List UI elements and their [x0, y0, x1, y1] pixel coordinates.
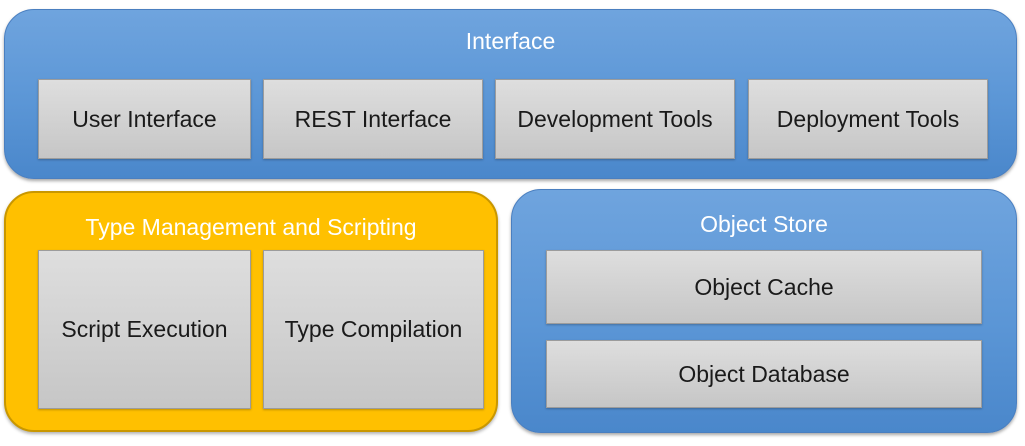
- deployment-tools-box: Deployment Tools: [748, 79, 988, 159]
- rest-interface-box: REST Interface: [263, 79, 483, 159]
- script-execution-box: Script Execution: [38, 250, 251, 409]
- object-store-group-title: Object Store: [700, 211, 828, 237]
- user-interface-box: User Interface: [38, 79, 251, 159]
- type-management-group-title: Type Management and Scripting: [85, 214, 417, 240]
- type-management-group: Type Management and Scripting Script Exe…: [4, 191, 498, 432]
- object-store-group: Object Store Object Cache Object Databas…: [511, 189, 1017, 433]
- object-cache-box: Object Cache: [546, 250, 982, 324]
- development-tools-box: Development Tools: [495, 79, 735, 159]
- interface-group-title: Interface: [465, 28, 556, 54]
- interface-group: Interface User Interface REST Interface …: [4, 9, 1017, 179]
- object-database-box: Object Database: [546, 340, 982, 408]
- type-compilation-box: Type Compilation: [263, 250, 484, 409]
